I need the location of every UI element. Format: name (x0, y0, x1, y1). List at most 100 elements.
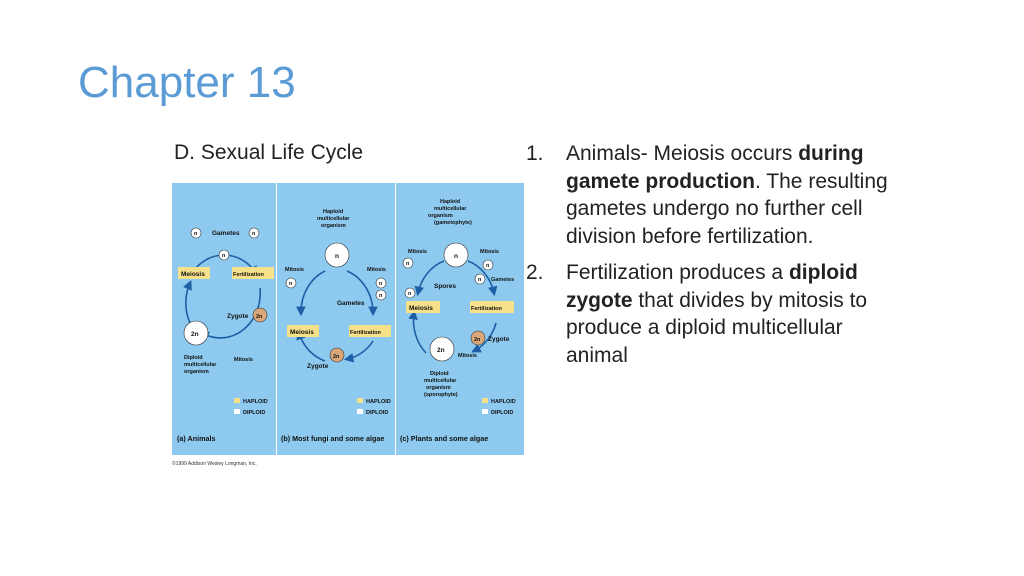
ploidy-label: n (406, 261, 410, 267)
panel-caption: (a) Animals (177, 434, 215, 443)
panel-plants: Haploid multicellular organism (gametoph… (396, 183, 524, 455)
bullet-number: 1. (526, 142, 544, 165)
cycle-arrow (471, 322, 497, 353)
organism-label: multicellular (424, 378, 457, 384)
mitosis-label: Mitosis (408, 249, 427, 255)
ploidy-label: n (379, 293, 383, 299)
organism-label: multicellular (317, 216, 350, 222)
ploidy-label: n (486, 263, 490, 269)
organism-label: multicellular (184, 362, 217, 368)
haploid-swatch (482, 398, 488, 403)
mitosis-label: Mitosis (234, 357, 253, 363)
cell (285, 277, 297, 289)
gamete-cell (218, 249, 230, 261)
organism-label: Diploid (184, 355, 203, 361)
cycle-arrow (346, 270, 378, 317)
ploidy-label: n (408, 291, 412, 297)
fertilization-box (232, 267, 274, 279)
diploid-swatch (357, 409, 363, 414)
fertilization-box (349, 325, 391, 337)
cycle-arrow (296, 270, 326, 317)
bullet-text-part: Animals- Meiosis occurs (566, 142, 799, 165)
diploid-organism-cell (429, 336, 455, 362)
organism-label: organism (426, 385, 451, 391)
organism-label: Haploid (323, 209, 343, 215)
mitosis-label: Mitosis (458, 353, 477, 359)
haploid-legend: HAPLOID (366, 399, 391, 405)
organism-label: organism (428, 213, 453, 219)
ploidy-label: n (252, 231, 256, 237)
cell (482, 259, 494, 271)
panel-animals: n n n Gametes Meiosis Fertilization Zygo… (172, 183, 276, 455)
diploid-swatch (234, 409, 240, 414)
cell (474, 273, 486, 285)
zygote-cell (252, 307, 268, 323)
bullet-text-part: Fertilization produces a (566, 261, 789, 284)
zygote-label: Zygote (488, 336, 510, 343)
bullet-text-bold: during gamete production (566, 142, 864, 193)
ploidy-label: 2n (474, 337, 481, 343)
organism-label: (sporophyte) (424, 392, 458, 398)
cycle-arrow (414, 260, 445, 297)
mitosis-label: Mitosis (480, 249, 499, 255)
slide-subtitle: D. Sexual Life Cycle (174, 141, 364, 164)
cycle-arrow (199, 287, 262, 341)
cycle-arrow (467, 260, 498, 297)
ploidy-label: 2n (437, 347, 445, 354)
ploidy-label: n (379, 281, 383, 287)
haploid-swatch (357, 398, 363, 403)
life-cycle-figure: n n n Gametes Meiosis Fertilization Zygo… (172, 183, 524, 455)
haploid-legend: HAPLOID (491, 399, 516, 405)
organism-label: Diploid (430, 371, 449, 377)
mitosis-label: Mitosis (367, 267, 386, 273)
diploid-legend: DIPLOID (243, 410, 265, 416)
zygote-cell (470, 330, 486, 346)
haploid-organism-cell (443, 242, 469, 268)
meiosis-label: Meiosis (409, 305, 433, 312)
spores-label: Spores (434, 283, 456, 290)
fertilization-label: Fertilization (471, 306, 503, 312)
panel-animals-diagram: n n n Gametes Meiosis Fertilization Zygo… (177, 227, 274, 443)
haploid-organism-cell (324, 242, 350, 268)
diploid-legend: DIPLOID (491, 410, 513, 416)
diploid-swatch (482, 409, 488, 414)
cell (375, 289, 387, 301)
panel-plants-diagram: Haploid multicellular organism (gametoph… (400, 199, 516, 443)
organism-label: multicellular (434, 206, 467, 212)
meiosis-label: Meiosis (181, 271, 205, 278)
cell (375, 277, 387, 289)
gametes-label: Gametes (212, 230, 240, 237)
panel-fungi-diagram: Haploid multicellular organism n Mitosis… (281, 209, 391, 443)
diploid-legend: DIPLOID (366, 410, 388, 416)
organism-label: (gametophyte) (434, 220, 472, 226)
haploid-legend: HAPLOID (243, 399, 268, 405)
ploidy-label: 2n (256, 314, 263, 320)
organism-label: organism (321, 223, 346, 229)
ploidy-label: n (222, 253, 226, 259)
organism-label: organism (184, 369, 209, 375)
meiosis-box (406, 301, 440, 313)
zygote-cell (329, 347, 345, 363)
bullet-text-part: . The resulting gametes undergo no furth… (566, 169, 888, 248)
zygote-label: Zygote (227, 313, 249, 320)
organism-label: Haploid (440, 199, 460, 205)
fertilization-label: Fertilization (350, 330, 382, 336)
meiosis-label: Meiosis (290, 329, 314, 336)
fertilization-box (470, 301, 514, 313)
cycle-arrow (183, 280, 192, 324)
ploidy-label: n (478, 277, 482, 283)
bullet-text-bold: diploid zygote (566, 261, 858, 312)
diploid-organism-cell (183, 320, 209, 346)
ploidy-label: n (454, 253, 458, 260)
ploidy-label: 2n (333, 354, 340, 360)
haploid-swatch (234, 398, 240, 403)
cycle-arrow (408, 309, 427, 354)
slide-title: Chapter 13 (78, 58, 296, 107)
ploidy-label: n (335, 253, 339, 260)
bullet-item-1: 1. Animals- Meiosis occurs during gamete… (516, 140, 906, 250)
fertilization-label: Fertilization (233, 272, 265, 278)
cycle-arrow (296, 329, 326, 362)
panel-fungi: Haploid multicellular organism n Mitosis… (277, 183, 395, 455)
gametes-label: Gametes (337, 300, 365, 307)
bullet-item-2: 2. Fertilization produces a diploid zygo… (516, 259, 906, 369)
